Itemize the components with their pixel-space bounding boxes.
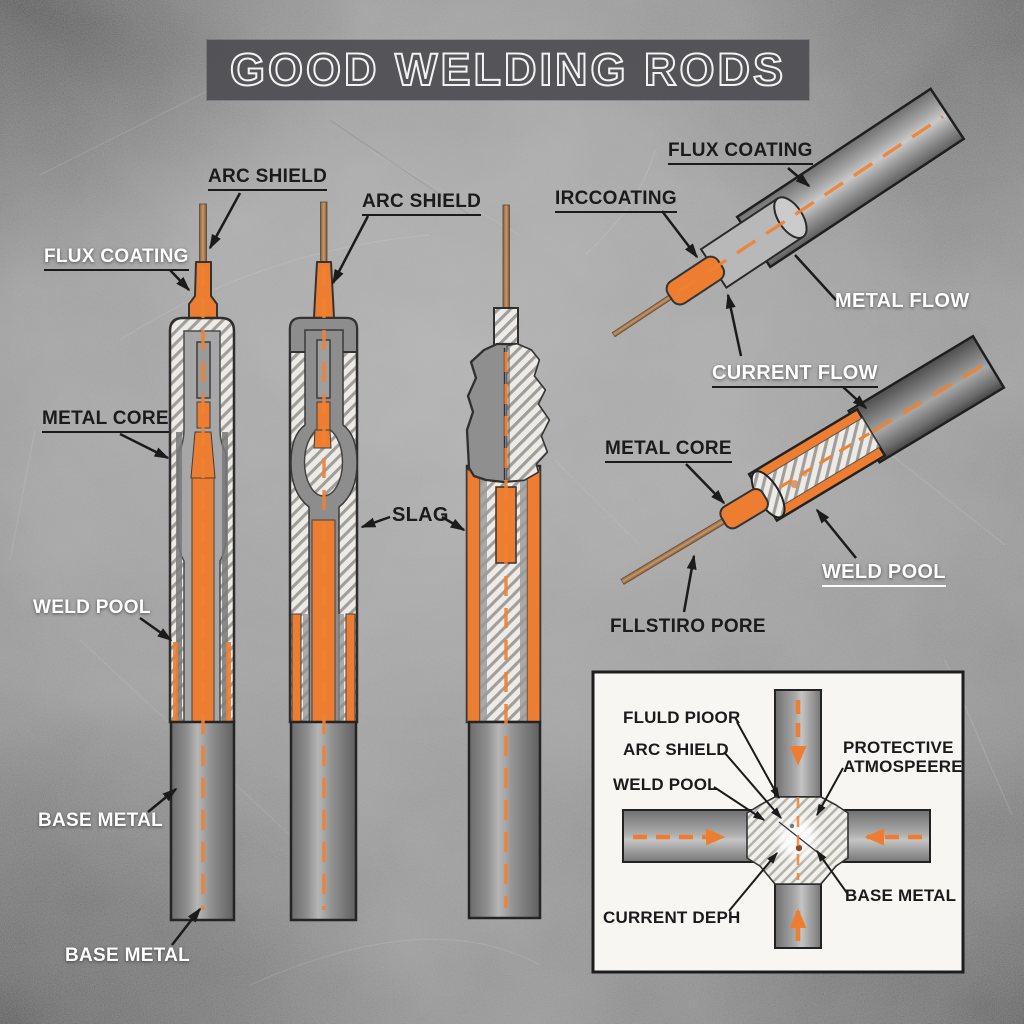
label-weld-pool-left: WELD POOL — [33, 597, 151, 618]
page-title: GOOD WELDING RODS — [229, 43, 786, 96]
label-inset-protective-atmosphere: PROTECTIVE ATMOSPEERE — [843, 738, 963, 776]
label-flux-coating-left: FLUX COATING — [44, 246, 189, 272]
label-metal-core-left: METAL CORE — [42, 408, 169, 434]
rod-angled-middle — [620, 334, 1006, 585]
flow-arrows-orange — [633, 700, 922, 941]
rod-angled-top — [611, 87, 966, 338]
label-current-flow: CURRENT FLOW — [712, 362, 878, 389]
label-arc-shield-2: ARC SHIELD — [362, 191, 482, 217]
label-flux-coating-right: FLUX COATING — [668, 140, 813, 166]
label-metal-core-right: METAL CORE — [605, 438, 732, 464]
label-metal-flow: METAL FLOW — [835, 290, 970, 312]
main-leader-lines — [119, 167, 868, 946]
label-inset-base-metal: BASE METAL — [845, 886, 957, 905]
label-arc-shield-1: ARC SHIELD — [208, 166, 328, 192]
inset-leader-arrows — [713, 721, 848, 912]
rod-cross-section-3 — [465, 204, 551, 920]
label-inset-protective-line1: PROTECTIVE — [843, 738, 954, 757]
title-banner: GOOD WELDING RODS — [207, 40, 809, 100]
label-fllstiro-pore: FLLSTIRO PORE — [610, 616, 766, 637]
label-weld-pool-right: WELD POOL — [822, 561, 946, 588]
label-inset-arc-shield: ARC SHIELD — [623, 740, 729, 759]
label-inset-protective-line2: ATMOSPEERE — [843, 757, 963, 777]
label-irc-coating: IRCCOATING — [555, 188, 677, 214]
label-inset-current-deph: CURRENT DEPH — [603, 908, 741, 927]
label-base-metal-upper: BASE METAL — [38, 810, 164, 831]
rod-cross-section-2 — [288, 201, 359, 922]
rod-cross-section-1 — [168, 203, 236, 922]
label-inset-flud-pioor: FLULD PIOOR — [623, 708, 741, 727]
label-inset-weld-pool: WELD POOL — [613, 775, 718, 794]
label-base-metal-lower: BASE METAL — [65, 945, 191, 966]
label-slag: SLAG — [392, 504, 449, 526]
inset-weld-joint-diagram — [591, 670, 965, 974]
